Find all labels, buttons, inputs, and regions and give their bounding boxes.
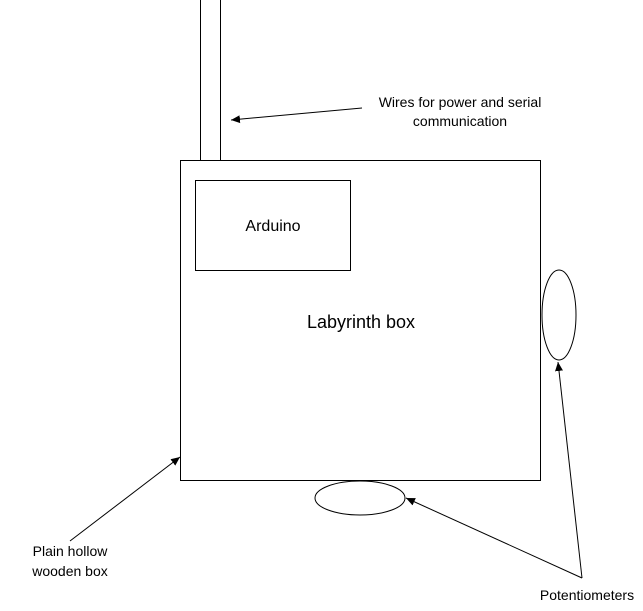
labyrinth-box-label: Labyrinth box — [307, 312, 415, 332]
arduino-box — [195, 180, 351, 271]
potentiometer-bottom — [314, 480, 406, 516]
wooden-box-label-line2: wooden box — [31, 563, 108, 579]
wires-arrow — [230, 107, 363, 124]
potentiometer-arrow-bottom — [405, 497, 583, 579]
wooden-box-label-line1: Plain hollow — [33, 543, 109, 559]
potentiometer-side — [541, 269, 577, 361]
wires — [200, 0, 221, 161]
wires-label-line2: communication — [413, 113, 507, 129]
potentiometer-arrow-side — [555, 361, 583, 579]
potentiometers-label: Potentiometers — [540, 587, 634, 603]
wooden-box-arrow — [69, 456, 181, 542]
arduino-label: Arduino — [245, 218, 300, 235]
wires-label-line1: Wires for power and serial — [379, 94, 542, 110]
